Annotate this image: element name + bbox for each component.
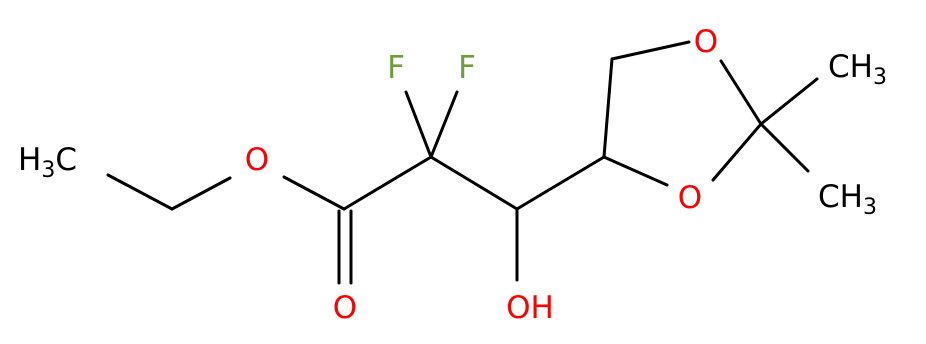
bond-ch2-o — [170, 176, 232, 211]
bonds — [106, 40, 819, 285]
ester-oxygen-label: O — [245, 142, 269, 178]
bond-choh-ring-c4 — [515, 155, 606, 211]
carbonyl-oxygen-label: O — [333, 290, 357, 326]
ring-oxygen-bottom-label: O — [678, 180, 702, 216]
bond-cf2-f-left — [404, 90, 433, 159]
fluorine-right-label: F — [458, 50, 476, 86]
ethyl-ch3-label: H3C — [18, 142, 77, 183]
atom-labels: H3C O O F F OH O O CH3 CH3 — [18, 24, 887, 326]
methyl-top-label: CH3 — [828, 49, 887, 90]
bond-cf2-f-right — [429, 90, 459, 159]
hydroxyl-label: OH — [506, 290, 554, 326]
bond-ring-c5-o1 — [610, 40, 691, 61]
bond-ring-c4-c5 — [602, 57, 614, 159]
bond-c2-methyl-bottom — [759, 122, 810, 173]
bond-o-carbonyl-c — [282, 175, 346, 211]
bond-ring-c2-o3 — [711, 122, 763, 182]
bond-ring-o3-c4 — [602, 155, 669, 187]
ring-oxygen-top-label: O — [694, 24, 718, 60]
bond-ring-o1-c2 — [719, 59, 763, 126]
bond-ch3-ch2 — [106, 173, 174, 211]
methyl-bottom-label: CH3 — [818, 179, 877, 220]
bond-c2-methyl-top — [759, 77, 819, 126]
bond-cf2-choh — [429, 155, 519, 211]
fluorine-left-label: F — [387, 50, 405, 86]
bond-carbonyl-c-cf2 — [342, 155, 433, 211]
